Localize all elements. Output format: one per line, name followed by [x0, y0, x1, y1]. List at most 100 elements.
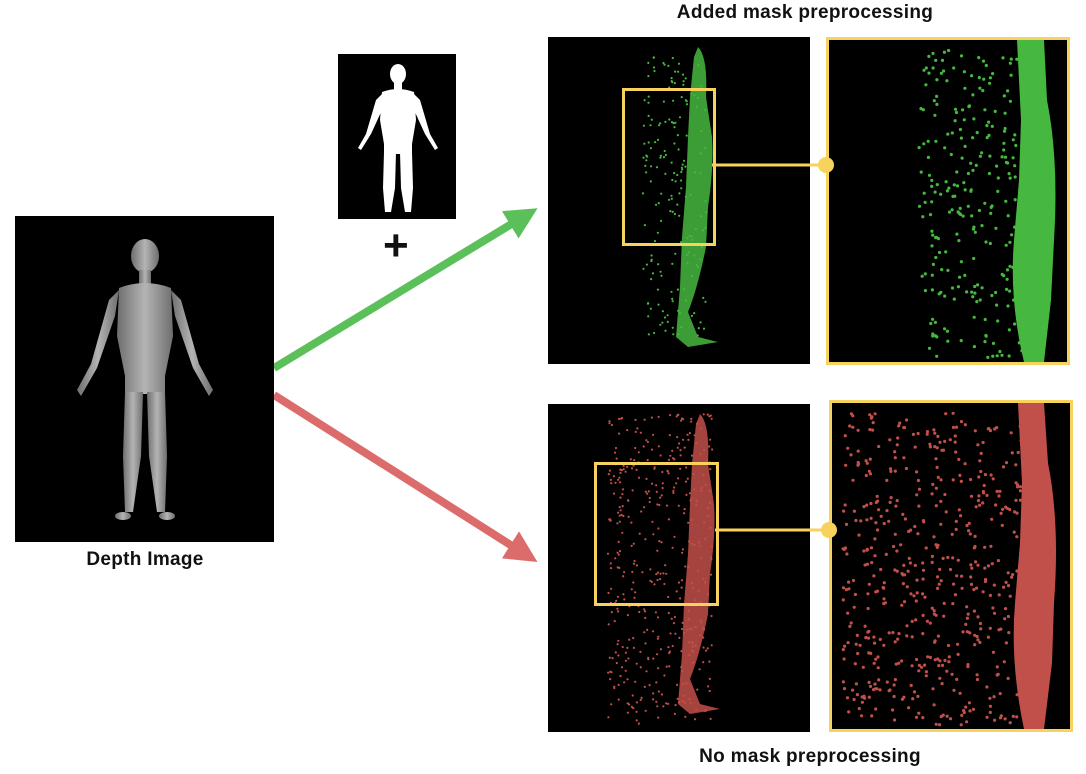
point — [990, 204, 994, 208]
point — [981, 89, 985, 93]
point — [882, 643, 886, 647]
point — [841, 586, 846, 590]
point — [998, 489, 1002, 493]
point — [1007, 631, 1011, 635]
point — [656, 705, 659, 708]
point — [686, 477, 689, 480]
green-arrow — [271, 208, 538, 372]
point — [897, 632, 901, 636]
point — [998, 349, 1002, 354]
point — [665, 702, 668, 705]
point — [924, 66, 928, 70]
point — [896, 436, 900, 440]
point — [660, 192, 663, 195]
point — [841, 648, 845, 652]
point — [910, 664, 914, 668]
point — [902, 695, 906, 699]
point — [1014, 463, 1018, 467]
point — [854, 682, 858, 686]
point — [620, 513, 623, 516]
point — [867, 582, 871, 586]
point — [866, 606, 870, 611]
point — [901, 512, 905, 516]
point — [846, 641, 850, 645]
point — [907, 706, 911, 710]
point — [627, 499, 630, 502]
point — [1004, 243, 1008, 247]
point — [685, 134, 688, 137]
point — [665, 504, 669, 507]
point — [948, 717, 953, 721]
point — [925, 430, 930, 434]
point — [661, 321, 664, 324]
point — [855, 693, 859, 697]
point — [917, 711, 921, 715]
point — [875, 528, 880, 532]
point — [894, 504, 898, 508]
point — [909, 592, 913, 596]
point — [1015, 57, 1019, 61]
point — [843, 434, 847, 438]
point — [946, 268, 950, 272]
red-body-silhouette — [678, 414, 720, 714]
point — [660, 541, 663, 544]
depth-body-icon — [77, 239, 213, 520]
point — [944, 180, 948, 184]
point — [943, 658, 947, 663]
point — [1004, 199, 1008, 203]
point — [844, 463, 848, 467]
point — [995, 489, 999, 493]
point — [608, 420, 611, 423]
point — [641, 192, 645, 195]
point — [959, 420, 964, 424]
point — [706, 647, 709, 650]
point — [656, 503, 659, 506]
red-highlight-box — [594, 462, 719, 606]
point — [893, 678, 897, 682]
point — [944, 510, 948, 514]
point — [944, 250, 948, 254]
point — [931, 482, 935, 486]
point — [697, 327, 700, 330]
point — [936, 657, 940, 661]
point — [678, 192, 681, 195]
point — [681, 548, 684, 551]
point — [686, 433, 689, 436]
point — [647, 141, 650, 144]
point — [1013, 198, 1017, 202]
bottom-title: No mask preprocessing — [699, 746, 921, 767]
point — [991, 341, 996, 345]
point — [979, 451, 983, 455]
point — [1007, 354, 1011, 358]
point — [659, 219, 663, 222]
point — [933, 640, 937, 644]
point — [848, 424, 852, 428]
point — [647, 95, 650, 98]
point — [868, 428, 872, 432]
point — [958, 206, 962, 210]
point — [961, 630, 965, 634]
point — [952, 688, 956, 692]
point — [947, 48, 951, 53]
point — [977, 208, 981, 213]
point — [632, 542, 635, 545]
point — [708, 689, 711, 693]
point — [661, 310, 664, 313]
point — [624, 659, 627, 662]
point — [971, 93, 975, 97]
point — [685, 466, 688, 469]
point — [873, 537, 877, 541]
point — [988, 241, 992, 246]
green-zoom-points — [917, 48, 1031, 359]
point — [981, 490, 985, 494]
point — [952, 183, 956, 187]
point — [885, 680, 889, 684]
point — [631, 570, 634, 573]
point — [970, 566, 974, 570]
point — [951, 556, 955, 560]
point — [921, 215, 925, 219]
point — [914, 599, 918, 603]
point — [969, 494, 974, 498]
point — [642, 124, 645, 127]
point — [900, 659, 904, 663]
